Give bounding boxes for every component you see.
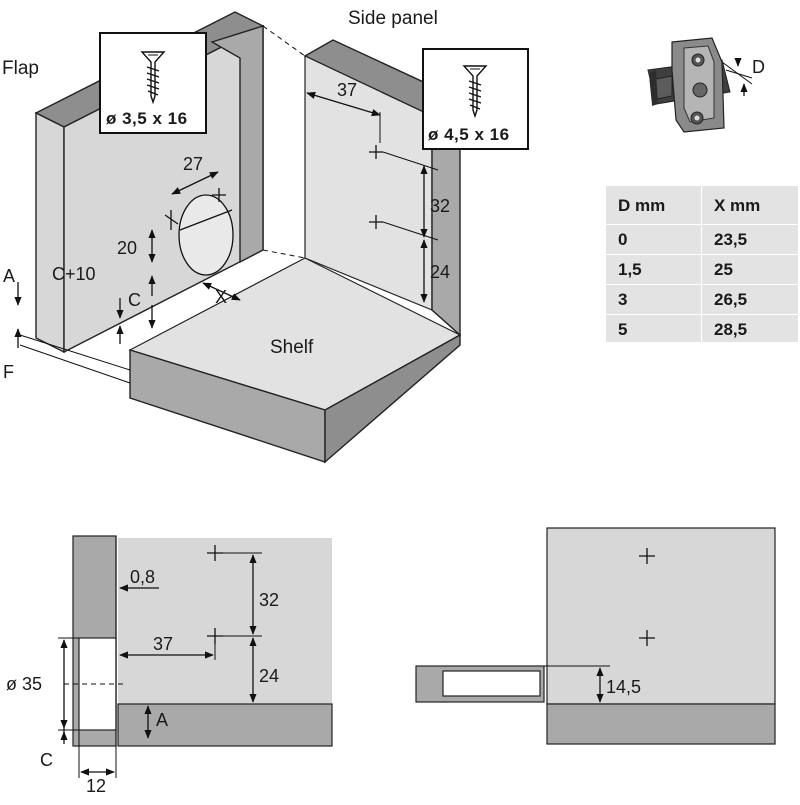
dim-a-iso: A	[3, 266, 15, 286]
dim-20: 20	[117, 238, 137, 258]
detail-d-label: D	[752, 57, 765, 77]
hinge-cup-section	[415, 665, 545, 703]
drill-mark	[639, 630, 655, 646]
dim-f-iso: F	[3, 362, 14, 382]
dim-32-iso: 32	[430, 196, 450, 216]
dim-14-5: 14,5	[606, 677, 641, 697]
side-panel-face	[118, 538, 332, 704]
panel-drill-mark	[369, 145, 383, 159]
flap-drill-mark	[164, 210, 179, 230]
shelf-section	[117, 703, 333, 747]
dim-c-plus-10: C+10	[52, 264, 96, 284]
dim-35: ø 35	[6, 674, 42, 694]
shelf-panel	[19, 257, 462, 464]
table-cell-x: 23,5	[714, 230, 748, 249]
panel-screw-box: ø 4,5 x 16	[422, 48, 529, 150]
panel-drill-mark	[369, 215, 383, 229]
bottom-left-view: 0,8 32 24 37 A ø 35 C 12	[6, 535, 333, 796]
dim-c-iso: C	[128, 290, 141, 310]
dim-0-8: 0,8	[130, 567, 155, 587]
dim-32-bottom: 32	[259, 590, 279, 610]
screw-icon	[462, 65, 488, 119]
table-cell-d: 1,5	[606, 255, 702, 284]
table-cell-x: 25	[714, 260, 733, 279]
flap-drill-mark	[212, 188, 226, 202]
dim-37-bottom: 37	[153, 634, 173, 654]
dim-a-bottom: A	[156, 710, 168, 730]
dim-24-bottom: 24	[259, 666, 279, 686]
isometric-view: 37 32 24 27 20 C+10 C X A F Flap Side pa…	[2, 8, 462, 464]
label-flap: Flap	[2, 58, 39, 79]
dim-37-iso: 37	[337, 80, 357, 100]
flap-screw-label: ø 3,5 x 16	[106, 109, 188, 128]
table-cell-x: 26,5	[714, 290, 748, 309]
table-header-row: D mm X mm	[606, 186, 798, 225]
side-panel-face-right	[546, 527, 776, 705]
table-cell-d: 3	[606, 285, 702, 314]
table-row: 1,5 25	[606, 255, 798, 285]
dim-24-iso: 24	[430, 262, 450, 282]
table-cell-x: 28,5	[714, 320, 748, 339]
side-panel	[303, 39, 462, 337]
flap-screw-box: ø 3,5 x 16	[99, 32, 207, 134]
panel-screw-label: ø 4,5 x 16	[428, 125, 510, 144]
screw-icon	[140, 51, 166, 105]
mounting-plate-detail: D	[647, 37, 765, 133]
label-side-panel: Side panel	[348, 8, 438, 29]
shelf-section-right	[546, 703, 776, 745]
dim-x: X	[215, 287, 227, 307]
table-header-d: D mm	[606, 186, 702, 224]
drill-mark	[207, 545, 223, 561]
label-shelf: Shelf	[270, 337, 314, 358]
dim-27: 27	[183, 154, 203, 174]
table-cell-d: 5	[606, 315, 702, 344]
dim-c-bottom: C	[40, 750, 53, 770]
cup-hole	[178, 194, 234, 276]
table-header-x: X mm	[714, 196, 761, 215]
drill-mark	[639, 548, 655, 564]
drill-mark	[207, 628, 223, 644]
dim-12: 12	[86, 776, 106, 796]
bottom-right-view: 14,5	[415, 527, 776, 745]
table-cell-d: 0	[606, 225, 702, 254]
